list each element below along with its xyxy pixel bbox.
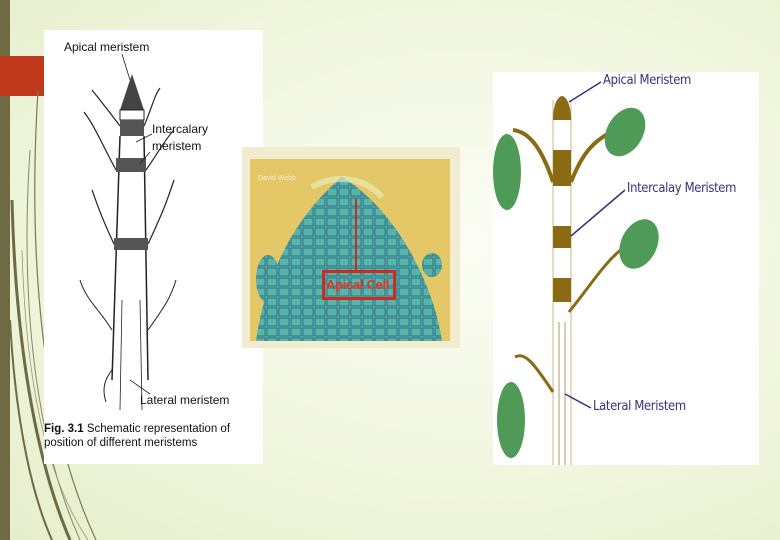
apical-meristem-label: Apical meristem — [64, 40, 150, 54]
apical-cell-label: Apical Cell — [326, 277, 390, 292]
intercalary-band-2 — [114, 238, 148, 250]
figure-caption-text: Schematic representation of position of … — [44, 423, 231, 449]
stem-band-2 — [553, 226, 571, 248]
leaf-middle-right — [619, 219, 659, 269]
colored-illustration-panel: Apical Meristem Intercalay Meristem Late… — [493, 72, 759, 465]
figure-caption: Fig. 3.1 Schematic representation of pos… — [44, 422, 263, 450]
leaf-lower-left — [497, 382, 525, 458]
schematic-drawing — [79, 53, 177, 411]
intercalary-band-1 — [116, 158, 146, 172]
intercalary-meristem-label-line2: meristem — [152, 139, 202, 153]
meristem-illustration — [493, 81, 659, 465]
leaf-upper-right — [604, 107, 646, 157]
apical-cell-highlight — [322, 270, 396, 300]
photo-credit: David Webb — [258, 175, 297, 182]
intercalary-meristem-label-line1: Intercalary — [152, 122, 209, 136]
lateral-meristem-label: Lateral Meristem — [593, 398, 686, 414]
micrograph-image — [250, 159, 450, 341]
lateral-meristem-label: Lateral meristem — [140, 393, 230, 407]
slide-decoration — [9, 89, 97, 540]
slide-accent-tab — [0, 56, 44, 96]
stem-band-3 — [553, 278, 571, 302]
schematic-figure-panel: Apical meristem Intercalary meristem Lat… — [44, 30, 263, 464]
figure-number: Fig. 3.1 — [44, 423, 84, 435]
leaf-upper-left — [493, 134, 521, 210]
stem-band-1 — [553, 150, 571, 186]
slide-left-bar — [0, 0, 10, 540]
apical-meristem-shape — [553, 96, 571, 120]
apical-meristem-label: Apical Meristem — [603, 72, 692, 88]
intercalary-meristem-label: Intercalay Meristem — [627, 180, 737, 196]
apical-tip — [120, 74, 144, 110]
micrograph-panel: David Webb Apical Cell — [242, 147, 460, 348]
